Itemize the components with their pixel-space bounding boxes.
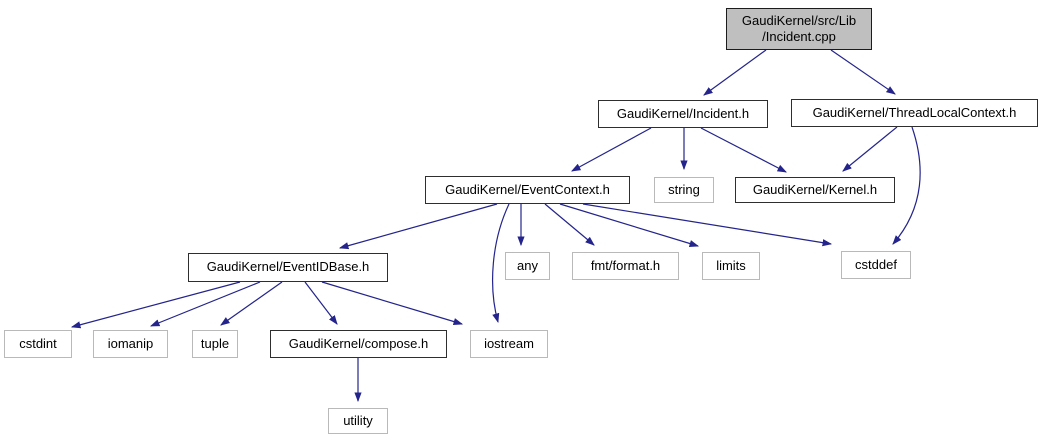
node-incident-cpp: GaudiKernel/src/Lib /Incident.cpp bbox=[726, 8, 872, 50]
node-cstdint: cstdint bbox=[4, 330, 72, 358]
node-eventidbase-h[interactable]: GaudiKernel/EventIDBase.h bbox=[188, 253, 388, 282]
node-any: any bbox=[505, 252, 550, 280]
edge-eventidbase-to-compose bbox=[304, 281, 338, 325]
node-string: string bbox=[654, 177, 714, 203]
node-iomanip: iomanip bbox=[93, 330, 168, 358]
edge-incident-h-to-eventcontext bbox=[571, 127, 652, 172]
edge-eventcontext-to-cstddef bbox=[582, 203, 833, 247]
edge-eventcontext-to-fmt-format bbox=[544, 203, 595, 246]
edge-eventidbase-to-tuple bbox=[220, 281, 283, 326]
node-compose-h[interactable]: GaudiKernel/compose.h bbox=[270, 330, 447, 358]
node-utility: utility bbox=[328, 408, 388, 434]
node-iostream: iostream bbox=[470, 330, 548, 358]
node-tuple: tuple bbox=[192, 330, 238, 358]
edge-eventcontext-to-eventidbase bbox=[338, 203, 498, 250]
node-eventcontext-h[interactable]: GaudiKernel/EventContext.h bbox=[425, 176, 630, 204]
edge-eventcontext-to-iostream bbox=[492, 203, 510, 324]
edge-threadlocalcontext-to-kernel bbox=[842, 126, 898, 172]
edge-threadlocalcontext-to-cstddef bbox=[892, 126, 921, 245]
edge-incident-cpp-to-incident-h bbox=[703, 49, 767, 96]
node-cstddef: cstddef bbox=[841, 251, 911, 279]
edge-eventidbase-to-iomanip bbox=[149, 281, 261, 327]
edge-incident-h-to-kernel bbox=[700, 127, 787, 173]
node-limits: limits bbox=[702, 252, 760, 280]
node-kernel-h[interactable]: GaudiKernel/Kernel.h bbox=[735, 177, 895, 203]
edge-eventidbase-to-iostream bbox=[321, 281, 464, 326]
edge-eventidbase-to-cstdint bbox=[70, 281, 241, 329]
node-incident-h[interactable]: GaudiKernel/Incident.h bbox=[598, 100, 768, 128]
node-threadlocalcontext-h[interactable]: GaudiKernel/ThreadLocalContext.h bbox=[791, 99, 1038, 127]
node-fmt-format-h: fmt/format.h bbox=[572, 252, 679, 280]
edge-eventcontext-to-limits bbox=[559, 203, 700, 247]
edge-incident-cpp-to-threadlocalcontext bbox=[830, 49, 896, 95]
